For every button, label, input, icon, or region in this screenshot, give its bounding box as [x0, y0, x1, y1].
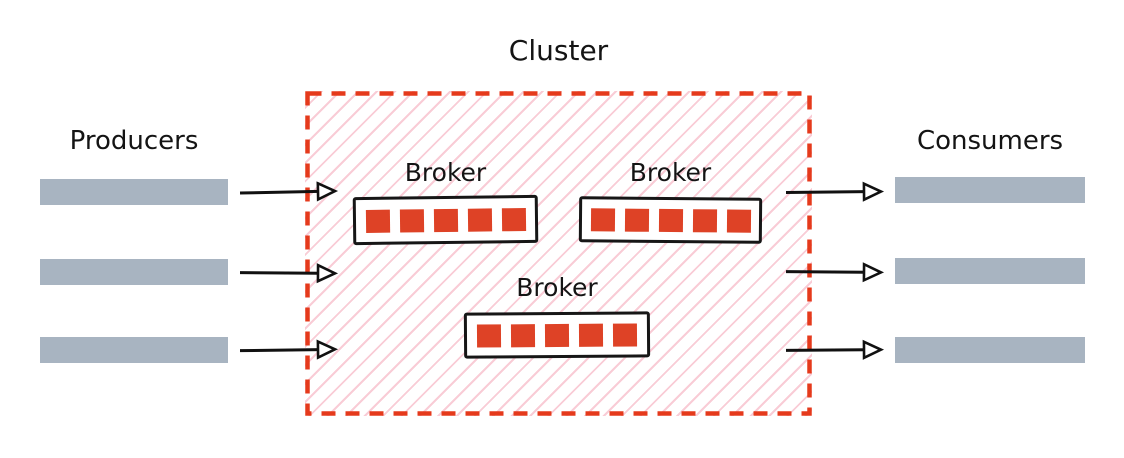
partition-square — [726, 208, 751, 233]
partition-square — [624, 208, 649, 232]
consumer-bar — [895, 337, 1085, 363]
partition-square — [612, 322, 638, 347]
partition-square — [399, 208, 424, 233]
producer-bar — [40, 337, 228, 363]
partition-square — [590, 207, 615, 232]
cluster-boundary — [305, 91, 812, 416]
producer-bar — [40, 179, 228, 205]
partition-square — [365, 209, 390, 233]
partition-square — [578, 323, 604, 347]
broker-node — [463, 311, 651, 359]
broker-label: Broker — [629, 158, 712, 187]
consumers-title: Consumers — [916, 126, 1064, 156]
cluster-dashed-border — [305, 91, 812, 416]
broker-node — [578, 196, 763, 244]
partition-square — [501, 207, 526, 231]
partition-square — [544, 323, 570, 347]
outbound-arrow — [785, 262, 885, 283]
partition-square — [510, 323, 536, 347]
consumer-bar — [895, 177, 1085, 203]
broker-label: Broker — [516, 273, 598, 302]
inbound-arrow — [239, 263, 339, 284]
partition-square — [433, 208, 458, 232]
inbound-arrow — [239, 181, 339, 202]
consumer-bar — [895, 258, 1085, 284]
broker-node — [352, 194, 539, 246]
partition-square — [476, 323, 502, 348]
outbound-arrow — [785, 339, 885, 360]
partition-square — [467, 207, 492, 232]
outbound-arrow — [785, 181, 885, 202]
broker-label: Broker — [404, 158, 487, 187]
producers-title: Producers — [69, 126, 199, 156]
inbound-arrow — [239, 339, 339, 360]
cluster-title: Cluster — [508, 34, 609, 67]
producer-bar — [40, 259, 228, 285]
partition-square — [658, 208, 683, 232]
partition-square — [692, 208, 717, 232]
